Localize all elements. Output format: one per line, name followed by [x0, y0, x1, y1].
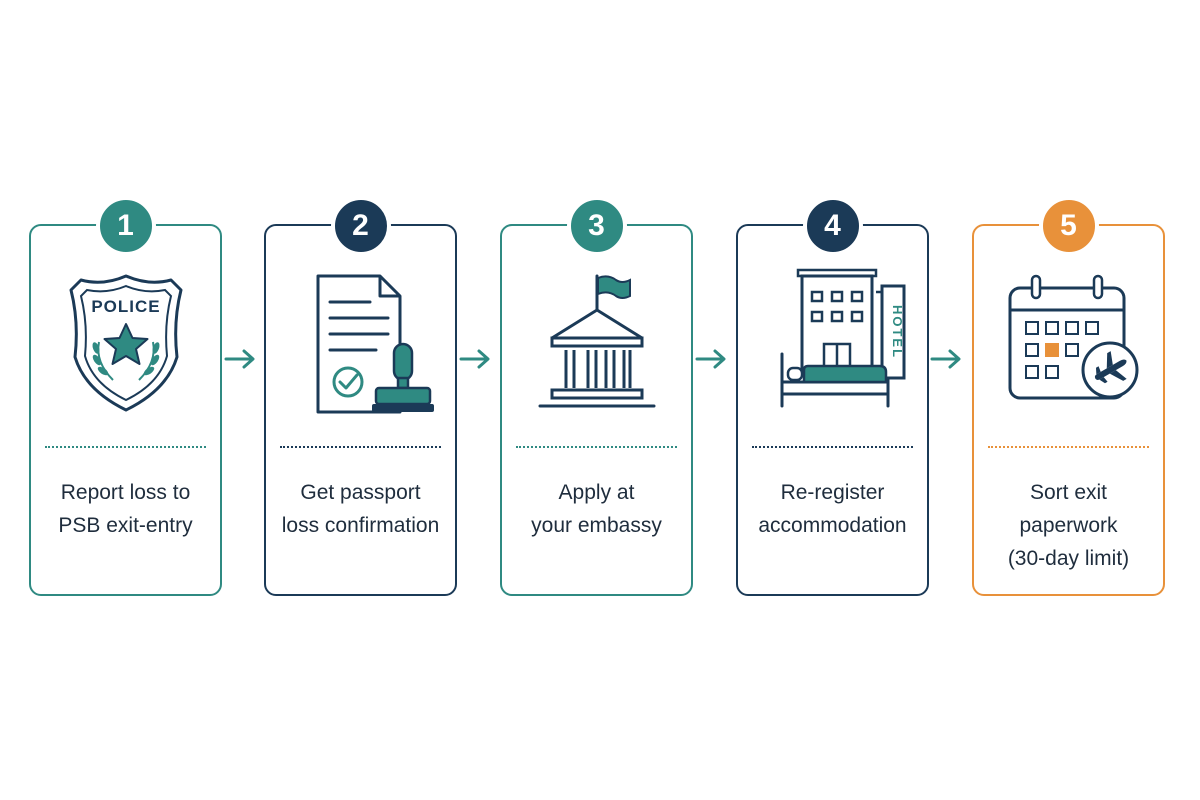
step-label: Report loss to PSB exit-entry — [58, 481, 193, 537]
step-number-badge: 5 — [1038, 196, 1099, 256]
divider — [45, 446, 206, 448]
step-label: Sort exit paperwork (30-day limit) — [1007, 481, 1130, 570]
step-label: Re-register accommodation — [758, 481, 907, 537]
divider — [280, 446, 441, 448]
divider — [516, 446, 677, 448]
step-2-card: 2 Get passport loss confirmation — [264, 196, 457, 596]
arrow-right-icon — [930, 349, 961, 369]
step-label: Apply at your embassy — [531, 481, 662, 537]
step-label: Get passport loss confirmation — [281, 481, 440, 537]
embassy-building-icon — [538, 274, 655, 408]
step-4-card: 4 HOTEL — [736, 196, 929, 596]
document-stamp-icon — [316, 274, 434, 414]
arrow-right-icon — [459, 349, 490, 369]
step-number-badge: 2 — [330, 196, 391, 256]
hotel-sign-text: HOTEL — [890, 305, 905, 359]
hotel-icon: HOTEL — [780, 268, 905, 408]
calendar-plane-icon — [1008, 274, 1138, 400]
badge-text: POLICE — [91, 297, 160, 316]
step-1-card: 1 POLICE Report loss to PS — [29, 196, 222, 596]
step-3-card: 3 Apply — [500, 196, 693, 596]
divider — [752, 446, 913, 448]
arrow-right-icon — [224, 349, 255, 369]
divider — [988, 446, 1149, 448]
police-badge-icon: POLICE — [69, 274, 182, 412]
step-number-badge: 4 — [802, 196, 863, 256]
step-5-card: 5 — [972, 196, 1165, 596]
step-number-badge: 3 — [566, 196, 627, 256]
arrow-right-icon — [695, 349, 726, 369]
step-number-badge: 1 — [95, 196, 156, 256]
